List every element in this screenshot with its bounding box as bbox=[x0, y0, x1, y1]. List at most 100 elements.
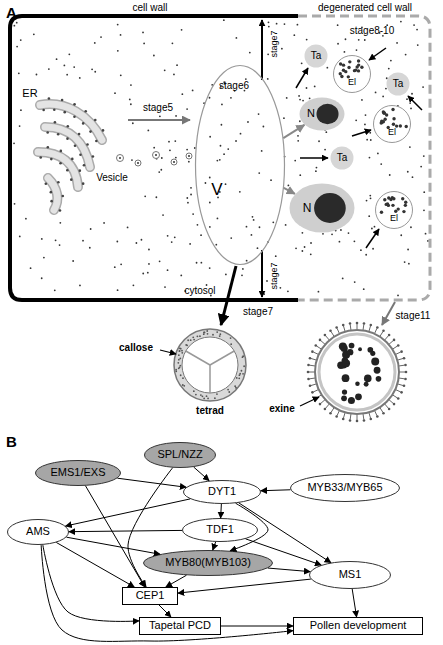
pollen-granule bbox=[371, 357, 379, 365]
process-box-shape bbox=[140, 618, 221, 635]
callose-dot bbox=[185, 344, 187, 346]
cytosol-dot bbox=[173, 74, 175, 76]
ribosome-dots bbox=[39, 97, 104, 212]
cytosol-dot bbox=[54, 289, 56, 291]
regulation-arrow bbox=[213, 542, 216, 550]
cytosol-dot bbox=[369, 157, 371, 159]
tetrad-drawing bbox=[174, 329, 246, 401]
pollen-granule bbox=[341, 395, 347, 401]
regulation-arrow bbox=[166, 575, 187, 587]
cytosol-dot bbox=[370, 139, 372, 141]
cytosol-dot bbox=[147, 130, 149, 132]
cytosol-dot bbox=[396, 42, 398, 44]
cytosol-dot bbox=[153, 147, 155, 149]
cytosol-dot bbox=[33, 33, 35, 35]
cytosol-dot bbox=[20, 109, 22, 111]
cytosol-dot bbox=[301, 250, 303, 252]
cytosol-dot bbox=[245, 78, 247, 80]
cytosol-dot bbox=[268, 26, 270, 28]
cytosol-dot bbox=[130, 84, 132, 86]
callose-dot bbox=[190, 339, 192, 341]
callose-dot bbox=[241, 370, 243, 372]
exine-tip bbox=[335, 326, 338, 329]
lipid-droplet bbox=[392, 123, 395, 126]
organelle-label: Ta bbox=[393, 79, 404, 90]
regulation-arrow bbox=[85, 486, 144, 587]
exine-tip bbox=[329, 412, 332, 415]
gene-ellipse-shape bbox=[145, 443, 216, 468]
elaioplast-outline bbox=[375, 191, 413, 229]
exine-tip bbox=[382, 412, 385, 415]
callose-dot bbox=[227, 389, 229, 391]
vesicle-cargo bbox=[173, 161, 175, 163]
cytosol-dot bbox=[299, 99, 301, 101]
cytosol-dot bbox=[286, 97, 288, 99]
cytosol-dot bbox=[240, 133, 242, 135]
exine-tip bbox=[329, 329, 332, 332]
cytosol-dot bbox=[287, 290, 289, 292]
cytosol-dot bbox=[148, 249, 150, 251]
ribosome bbox=[89, 130, 92, 133]
exine-tip bbox=[404, 364, 407, 367]
regulation-arrow bbox=[352, 589, 356, 617]
cytosol-dot bbox=[174, 236, 176, 238]
ribosome bbox=[67, 125, 70, 128]
ribosome bbox=[70, 178, 73, 181]
ribosome bbox=[71, 158, 74, 161]
cytosol-dot bbox=[176, 64, 178, 66]
cytosol-dot bbox=[159, 115, 161, 117]
cytosol-dot bbox=[322, 233, 324, 235]
lipid-droplet bbox=[357, 59, 360, 62]
ribosome bbox=[79, 169, 82, 172]
cytosol-dot bbox=[369, 195, 371, 197]
part-label: Vesicle bbox=[96, 173, 128, 183]
cytosol-dot bbox=[181, 29, 183, 31]
cytosol-dot bbox=[19, 125, 21, 127]
lipid-droplet bbox=[399, 124, 402, 127]
lipid-droplet bbox=[392, 117, 395, 120]
cytosol-dot bbox=[257, 247, 259, 249]
exine-tip bbox=[342, 418, 345, 421]
callose-dot bbox=[177, 362, 179, 364]
callose-dot bbox=[242, 355, 244, 357]
vacuole-outline bbox=[195, 65, 285, 265]
cytosol-dot bbox=[263, 293, 265, 295]
cytosol-dot bbox=[345, 38, 347, 40]
cytosol-dot bbox=[272, 221, 274, 223]
cytosol-dot bbox=[258, 172, 260, 174]
cytosol-dot bbox=[174, 140, 176, 142]
ribosome bbox=[42, 109, 45, 112]
cytosol-dot bbox=[63, 64, 65, 66]
vacuole-shape bbox=[196, 66, 285, 265]
cytosol-dot bbox=[355, 119, 357, 121]
lipid-droplet bbox=[360, 66, 363, 69]
stage-arrow bbox=[261, 250, 263, 297]
tapetosome-shape bbox=[387, 73, 410, 96]
exine-tip bbox=[403, 385, 406, 388]
pollen-drawing bbox=[307, 322, 408, 423]
cytosol-dot bbox=[141, 239, 143, 241]
callose-dot bbox=[203, 398, 205, 400]
callose-dot bbox=[242, 373, 244, 375]
lipid-droplet bbox=[391, 204, 394, 207]
stage-label: stage7 bbox=[270, 262, 279, 289]
cytosol-dot bbox=[186, 108, 188, 110]
elaioplast: El bbox=[373, 105, 411, 143]
elaioplast: El bbox=[375, 191, 413, 229]
cytosol-dot bbox=[225, 183, 227, 185]
callose-dot bbox=[239, 374, 241, 376]
gene-ellipse: AMS bbox=[7, 519, 69, 545]
cytosol-dot bbox=[181, 93, 183, 95]
cytosol-dot bbox=[169, 149, 171, 151]
cytosol-dot bbox=[279, 287, 281, 289]
cytosol-dot bbox=[120, 74, 122, 76]
stage-arrow bbox=[221, 266, 236, 325]
cytosol-dot bbox=[354, 281, 356, 283]
exine-tip bbox=[393, 403, 396, 406]
gene-ellipse-shape bbox=[310, 562, 391, 589]
exine-tip bbox=[363, 322, 366, 325]
cytosol-dot bbox=[377, 152, 379, 154]
nucleus-outline bbox=[299, 97, 345, 131]
cytosol-dot bbox=[192, 213, 194, 215]
exine-tip bbox=[309, 385, 312, 388]
